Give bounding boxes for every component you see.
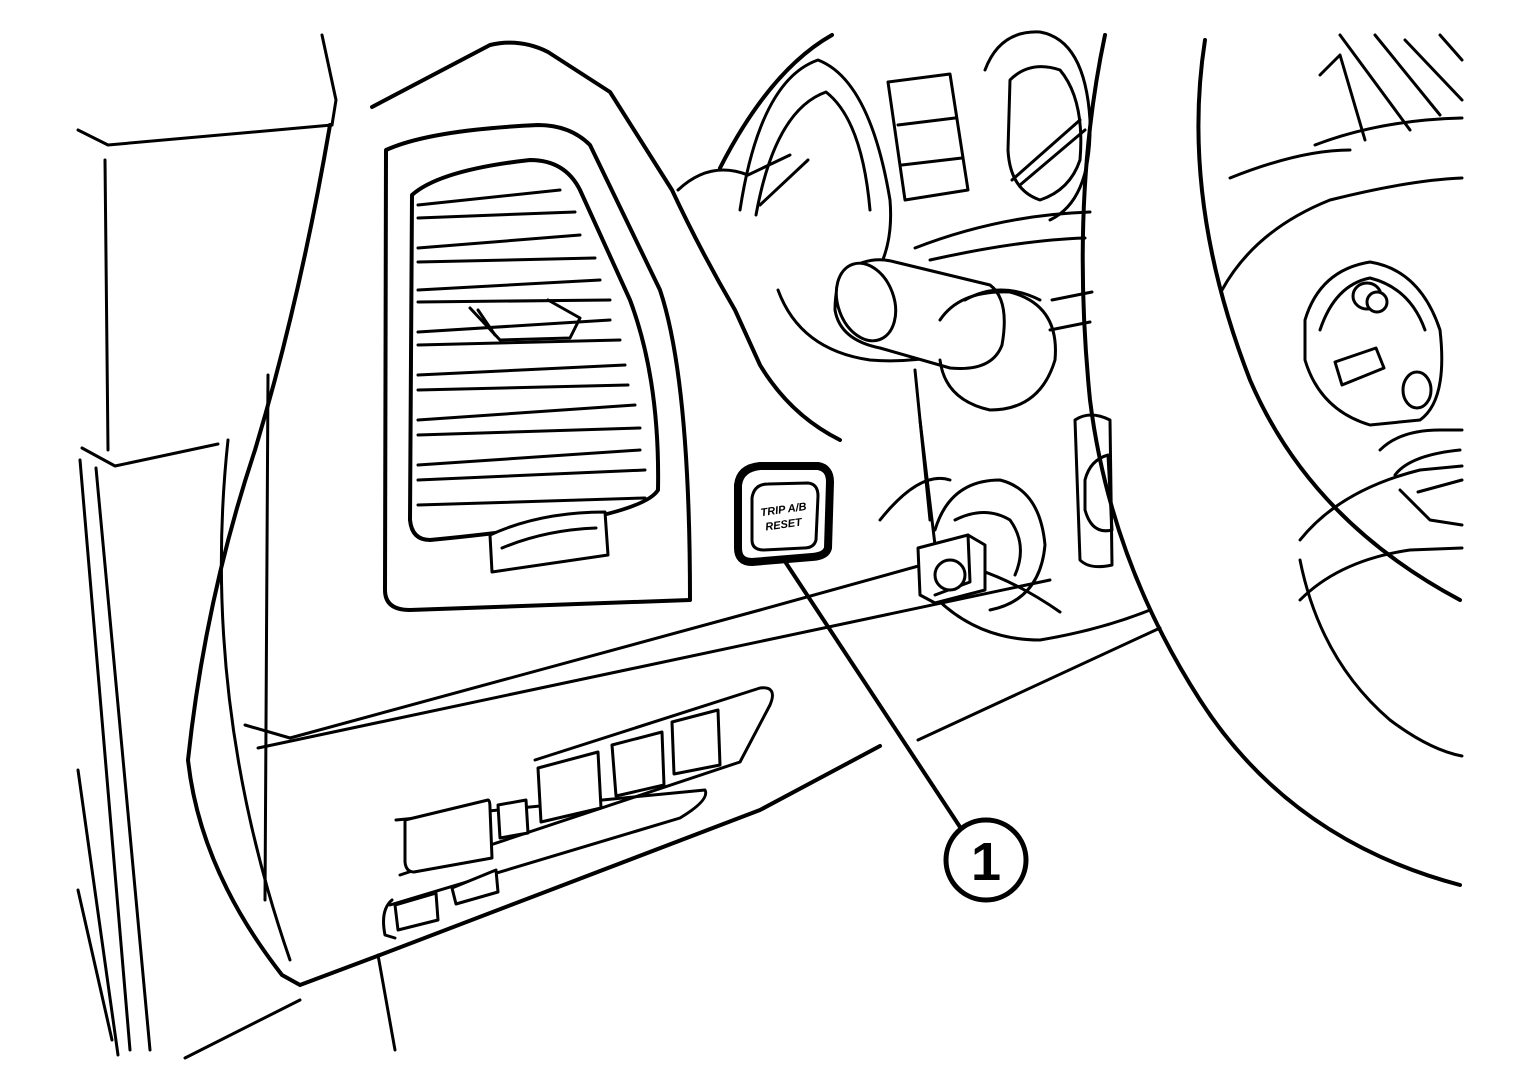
trip-reset-button[interactable]: TRIP A/B RESET — [734, 462, 834, 566]
door-panel — [76, 33, 397, 1060]
button-label-line2: RESET — [765, 516, 804, 533]
steering-button-round[interactable] — [1401, 370, 1433, 410]
instrument-cluster — [718, 30, 1092, 363]
ignition-area — [913, 368, 1152, 642]
callout-1: 1 — [784, 561, 1029, 903]
switch-5[interactable] — [670, 708, 722, 776]
switch-3[interactable] — [536, 750, 603, 824]
switch-7[interactable] — [450, 868, 500, 906]
lower-switch-panel — [382, 686, 774, 940]
steering-controls — [1303, 260, 1464, 527]
switch-4[interactable] — [610, 730, 666, 798]
air-vent — [383, 123, 692, 612]
switch-6[interactable] — [393, 891, 440, 932]
switch-2[interactable] — [496, 798, 530, 840]
dashboard-panel — [186, 40, 1162, 987]
callout-number: 1 — [971, 832, 1001, 892]
steering-wheel — [1080, 33, 1464, 887]
callout-circle — [943, 817, 1029, 903]
steering-button-rect[interactable] — [1333, 346, 1386, 387]
switch-1[interactable] — [403, 798, 494, 874]
indicator-panel — [886, 72, 970, 202]
wiper-stalk — [833, 210, 1094, 412]
